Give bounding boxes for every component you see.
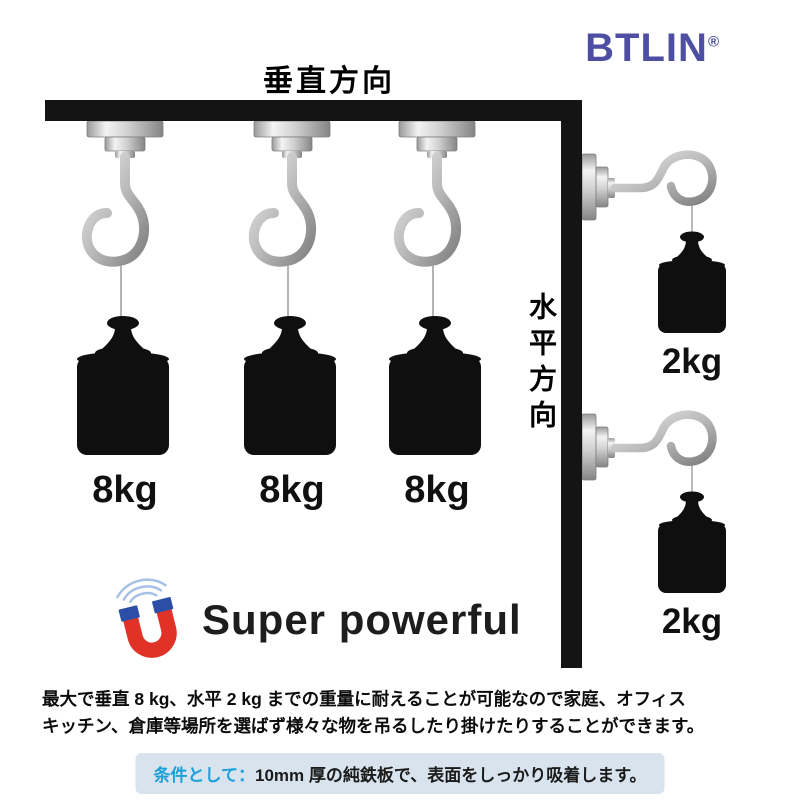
magnet-icon [102,572,198,665]
registered-mark: ® [707,33,720,51]
description-line-2: キッチン、倉庫等場所を選ばず様々な物を吊るしたり掛けたりすることができます。 [42,716,705,736]
magnetic-hook-with-weight-icon [212,121,372,461]
weight-label: 2kg [661,342,723,381]
mounting-bar-vertical [561,100,582,668]
vertical-direction-label: 垂直方向 [263,65,395,98]
condition-note: 条件として：10mm 厚の純鉄板で、表面をしっかり吸着します。 [135,753,665,794]
field-line-icon [116,578,167,599]
vertical-hook-group-3: 8kg [357,121,517,512]
mounting-bar-horizontal [45,100,582,121]
weight-label: 8kg [259,469,325,511]
brand-logo: BTLIN® [585,28,720,68]
magnet-pole [152,597,174,614]
vertical-hook-group-1: 8kg [45,121,205,512]
brand-name: BTLIN [585,26,708,70]
magnetic-hook-with-weight-icon [582,396,762,596]
feature-headline: Super powerful [202,596,522,643]
weight-label: 8kg [92,469,158,511]
weight-label: 2kg [661,602,723,641]
field-line-icon [122,585,163,601]
magnet-body [123,608,177,658]
condition-prefix: 条件として： [153,766,256,785]
magnetic-hook-with-weight-icon [582,136,762,336]
weight-label: 8kg [404,469,470,511]
description-line-1: 最大で垂直 8 kg、水平 2 kg までの重量に耐えることが可能なので家庭、オ… [42,689,686,709]
horizontal-direction-label: 水平方向 [526,292,557,436]
magnetic-hook-with-weight-icon [45,121,205,461]
condition-text: 10mm 厚の純鉄板で、表面をしっかり吸着します。 [255,766,647,785]
magnet-pole [118,605,140,622]
magnetic-hook-with-weight-icon [357,121,517,461]
vertical-hook-group-2: 8kg [212,121,372,512]
horizontal-hook-group-2: 2kg [582,396,762,642]
field-line-icon [129,591,158,604]
horizontal-hook-group-1: 2kg [582,136,762,382]
description-text: 最大で垂直 8 kg、水平 2 kg までの重量に耐えることが可能なので家庭、オ… [42,686,766,740]
horseshoe-magnet-icon [116,578,177,658]
